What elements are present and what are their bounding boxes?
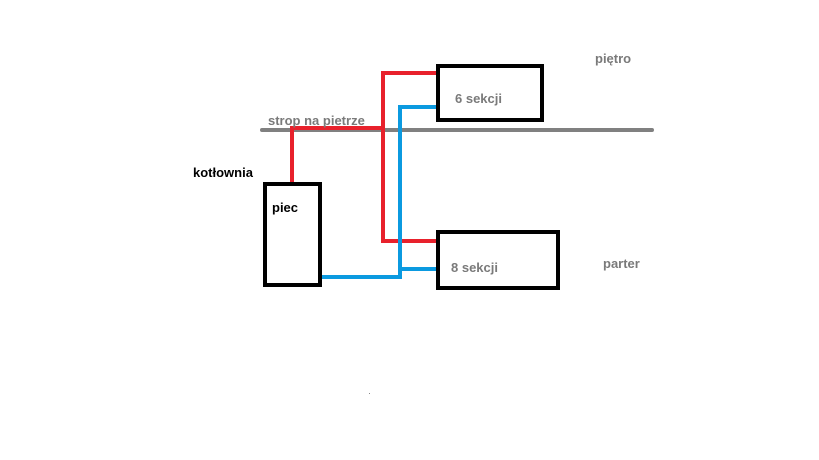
label-radiator-lower: 8 sekcji [451,260,498,275]
radiator-upper-box [436,64,544,122]
furnace-box [263,182,322,287]
stray-dot [369,393,370,394]
supply-pipe-lower-branch [381,128,438,243]
label-furnace: piec [272,200,299,215]
label-floor-ground: parter [603,256,640,271]
label-boiler-room: kotłownia [193,165,253,180]
return-pipe [320,105,438,279]
label-floor-upper: piętro [595,51,632,66]
radiator-lower-box [436,230,560,290]
label-radiator-upper: 6 sekcji [455,91,502,106]
label-ceiling: strop na pietrze [268,113,365,128]
